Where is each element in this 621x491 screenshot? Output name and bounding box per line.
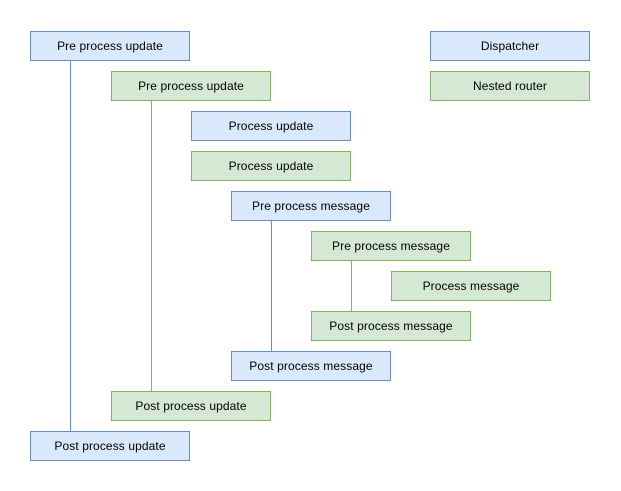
flow-node-label: Process update — [228, 159, 314, 173]
flow-node-post-process-update[interactable]: Post process update — [111, 391, 271, 421]
flow-node-label: Process message — [422, 279, 520, 293]
flow-node-post-process-message[interactable]: Post process message — [311, 311, 471, 341]
flow-node-pre-process-update[interactable]: Pre process update — [111, 71, 271, 101]
flow-node-pre-process-message[interactable]: Pre process message — [231, 191, 391, 221]
legend-item-label: Dispatcher — [480, 39, 540, 53]
flow-node-post-process-update[interactable]: Post process update — [30, 431, 190, 461]
flow-node-label: Post process message — [249, 359, 373, 373]
router-update-span-connector — [151, 101, 152, 391]
flow-node-label: Pre process update — [138, 79, 244, 93]
flow-node-label: Post process update — [54, 439, 166, 453]
legend-item-label: Nested router — [472, 79, 547, 93]
dispatcher-update-span-connector — [70, 61, 71, 431]
flow-node-label: Post process message — [329, 319, 453, 333]
flow-node-label: Pre process update — [57, 39, 163, 53]
flow-node-label: Pre process message — [252, 199, 370, 213]
flow-node-pre-process-update[interactable]: Pre process update — [30, 31, 190, 61]
flow-node-process-update[interactable]: Process update — [191, 111, 351, 141]
flow-node-label: Pre process message — [332, 239, 450, 253]
flow-node-process-update[interactable]: Process update — [191, 151, 351, 181]
flow-node-pre-process-message[interactable]: Pre process message — [311, 231, 471, 261]
router-message-span-connector — [351, 261, 352, 311]
flow-node-post-process-message[interactable]: Post process message — [231, 351, 391, 381]
flow-node-label: Post process update — [135, 399, 247, 413]
legend-item-nested-router[interactable]: Nested router — [430, 71, 590, 101]
dispatcher-message-span-connector — [271, 221, 272, 351]
flow-node-process-message[interactable]: Process message — [391, 271, 551, 301]
legend-item-dispatcher[interactable]: Dispatcher — [430, 31, 590, 61]
flow-node-label: Process update — [228, 119, 314, 133]
